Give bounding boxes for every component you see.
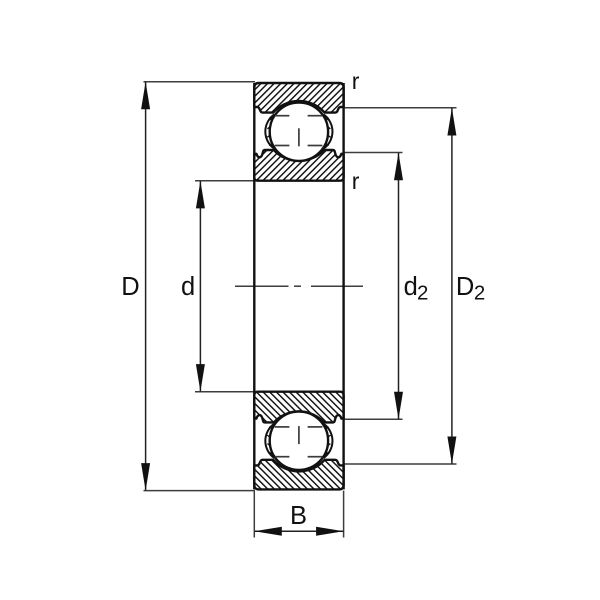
- svg-text:r: r: [352, 168, 360, 194]
- svg-text:r: r: [352, 68, 360, 94]
- svg-text:B: B: [290, 502, 307, 530]
- svg-text:d: d: [404, 273, 418, 301]
- svg-text:D: D: [456, 273, 474, 301]
- svg-text:2: 2: [474, 282, 485, 305]
- svg-text:d: d: [181, 273, 195, 301]
- svg-text:D: D: [121, 273, 139, 301]
- svg-text:2: 2: [417, 282, 428, 305]
